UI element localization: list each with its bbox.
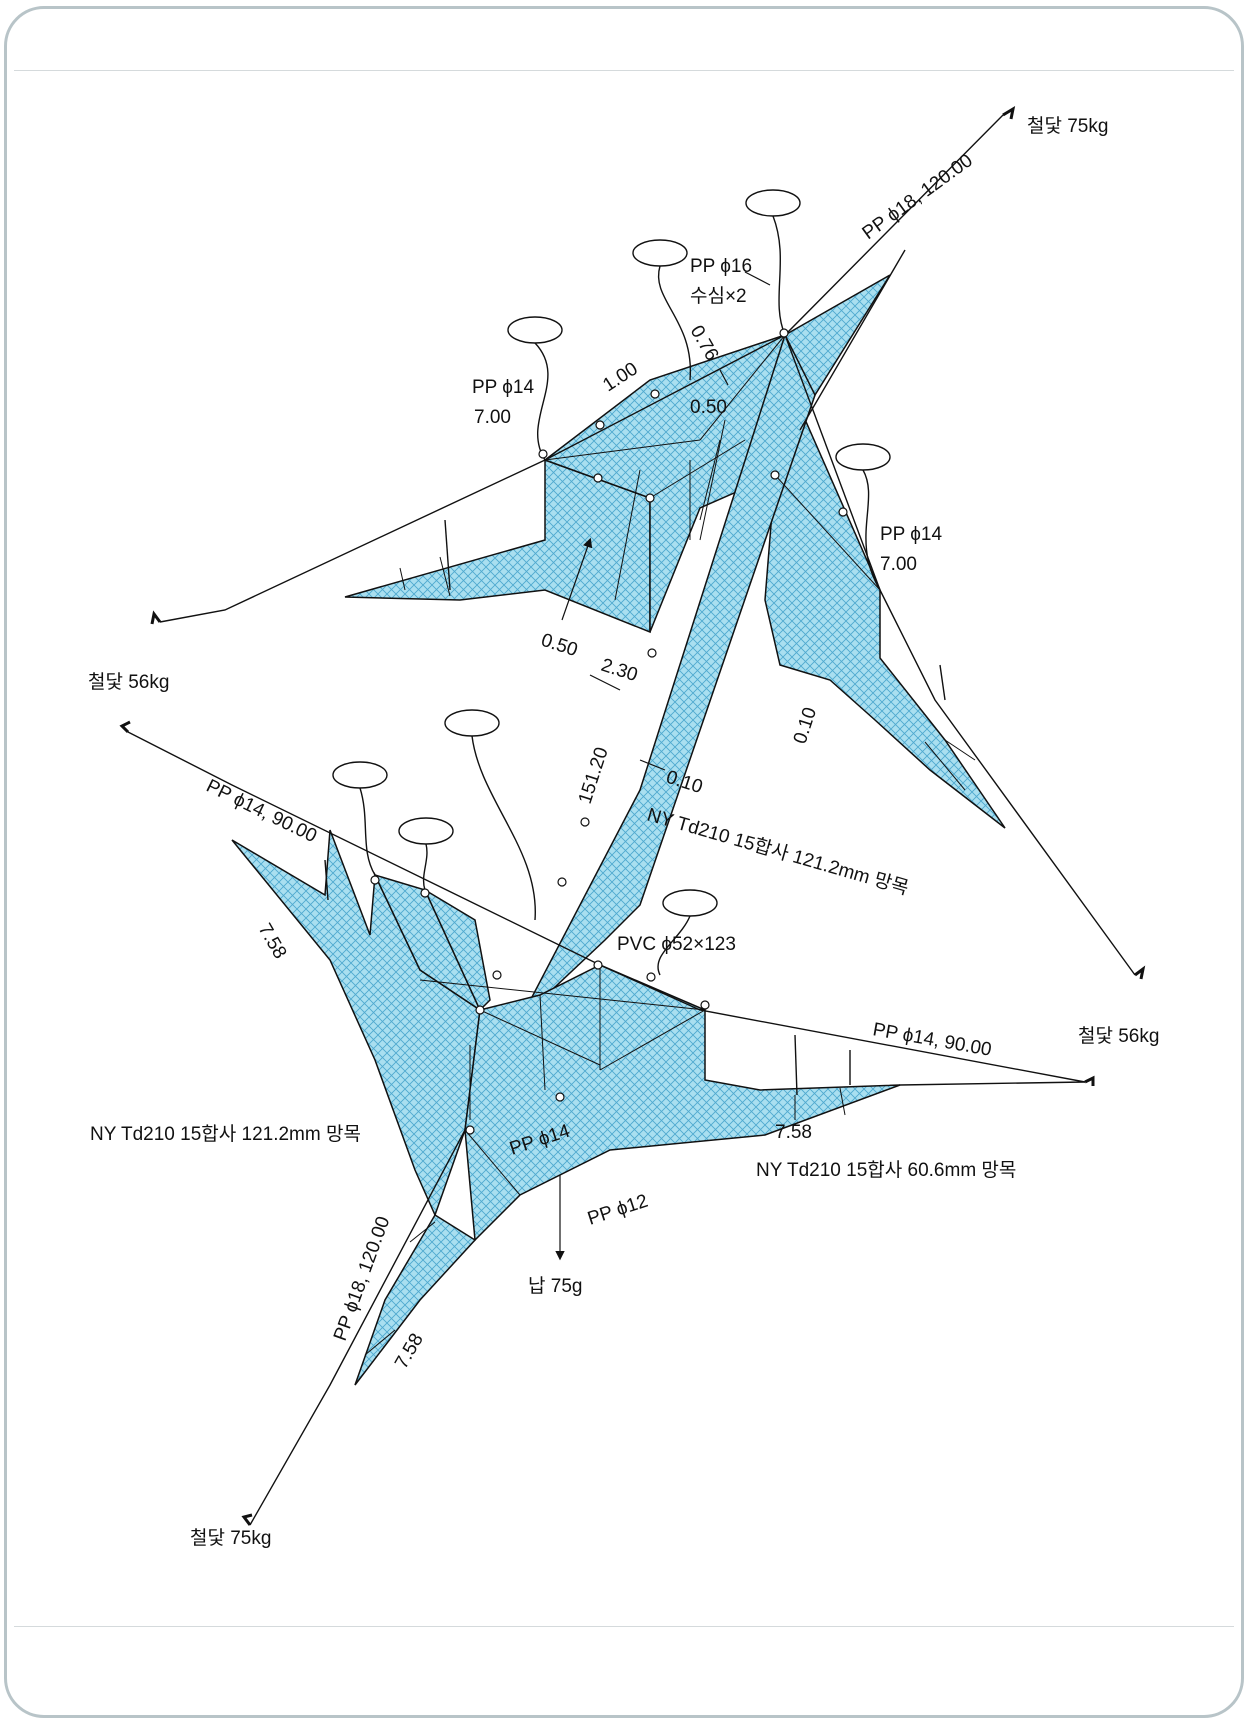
label-dim-758-left: 7.58	[254, 920, 291, 963]
label-dim-010-right: 0.10	[790, 705, 821, 747]
label-dim-230: 2.30	[598, 655, 640, 686]
float-7	[398, 817, 454, 845]
label-dim-15120: 151.20	[575, 745, 613, 807]
lower-body	[464, 964, 901, 1242]
label-rope-pp14-right-len: 7.00	[880, 554, 917, 575]
upper-right-wing	[764, 406, 1006, 829]
float-5	[444, 709, 500, 737]
float-8	[662, 889, 718, 917]
floats	[332, 189, 891, 976]
label-net-center: NY Td210 15합사 121.2mm 망목	[645, 804, 912, 900]
float-3	[507, 316, 563, 344]
bottom-divider	[14, 1626, 1234, 1627]
label-rope-pp14-left: PP ϕ14	[472, 377, 534, 398]
label-rope-pp14-90-left: PP ϕ14, 90.00	[203, 776, 320, 848]
anchor-hooks	[119, 105, 1146, 1526]
label-anchor-bottom-left: 철닻 75kg	[190, 1527, 271, 1549]
label-dim-050-top: 0.50	[690, 397, 727, 418]
label-anchor-left-upper: 철닻 56kg	[88, 671, 169, 693]
upper-left-wing	[344, 458, 651, 634]
label-anchor-right-lower: 철닻 56kg	[1078, 1025, 1159, 1047]
upper-net	[344, 274, 1006, 1021]
float-1	[745, 189, 801, 217]
float-4	[835, 443, 891, 471]
top-divider	[14, 70, 1234, 71]
label-rope-top: PP ϕ18, 120.00	[859, 150, 977, 244]
upper-long-strip	[519, 333, 816, 1021]
label-rope-pp12: PP ϕ12	[585, 1191, 651, 1230]
label-float-pvc: PVC ϕ52×123	[617, 934, 736, 955]
float-2	[632, 239, 688, 267]
label-dim-758-bottom: 7.58	[391, 1330, 428, 1373]
label-rope-pp14-90-right: PP ϕ14, 90.00	[871, 1019, 993, 1061]
label-sinker: 납 75g	[528, 1275, 582, 1297]
label-dim-050-mid: 0.50	[538, 630, 580, 661]
label-net-left: NY Td210 15합사 121.2mm 망목	[90, 1123, 361, 1145]
rings	[370, 328, 848, 1135]
lower-net	[231, 829, 901, 1386]
label-rope-pp14-right: PP ϕ14	[880, 524, 942, 545]
pointers	[555, 271, 771, 1261]
lower-codend	[354, 1213, 477, 1386]
label-rope-pp16-note: 수심×2	[690, 285, 747, 307]
label-dim-758-right: 7.58	[775, 1122, 812, 1143]
lower-mid-panel	[423, 888, 491, 1012]
label-net-right: NY Td210 15합사 60.6mm 망목	[756, 1159, 1016, 1181]
label-rope-pp16: PP ϕ16	[690, 256, 752, 277]
float-6	[332, 761, 388, 789]
label-anchor-top-right: 철닻 75kg	[1027, 115, 1108, 137]
label-rope-pp14-left-len: 7.00	[474, 407, 511, 428]
